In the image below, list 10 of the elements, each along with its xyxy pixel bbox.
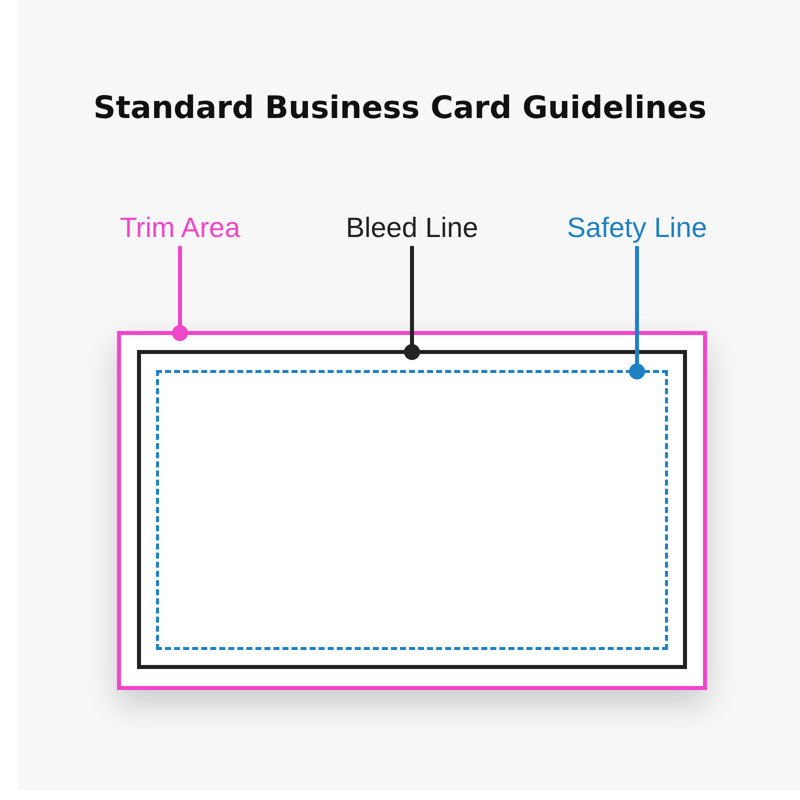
bleed-line-rectangle [137,350,687,669]
callout-label: Bleed Line [346,212,478,244]
callout-label: Safety Line [566,212,708,244]
leader-line [172,246,188,341]
callout-label: Trim Area [120,212,240,244]
leader-line [404,246,420,360]
leader-line [629,246,645,380]
diagram-title: Standard Business Card Guidelines [92,90,708,126]
trim-area-rectangle [117,331,707,690]
safety-line-rectangle [156,370,668,650]
